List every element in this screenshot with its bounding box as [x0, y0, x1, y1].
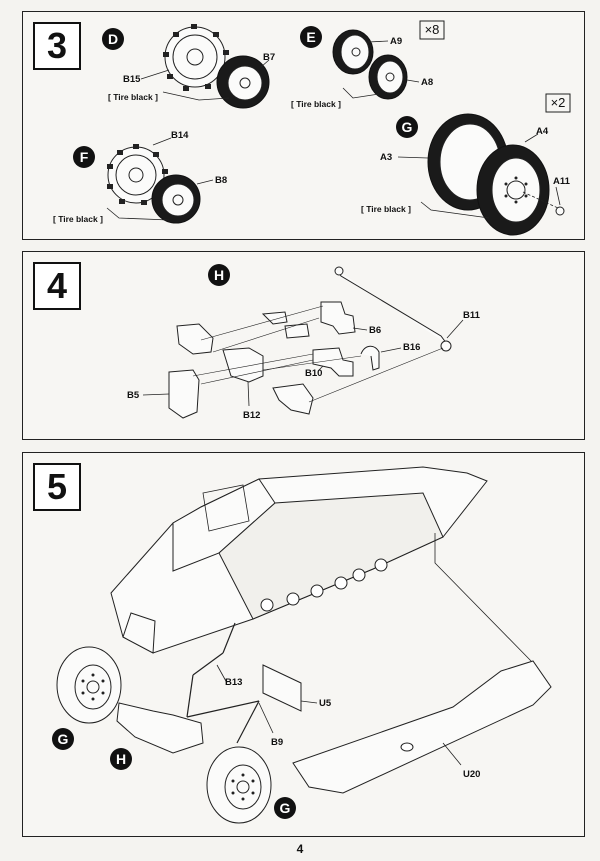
bracket-b6 [320, 301, 356, 335]
label-b12: B12 [243, 410, 260, 421]
note-tire-black-e: [ Tire black ] [291, 99, 341, 109]
step-3-panel: 3 D B7 B15 [ Tire black ] [22, 11, 585, 240]
front-axle-assembly [116, 702, 204, 754]
front-wheel-g [427, 113, 565, 236]
callout-d: D [102, 28, 124, 50]
step-number: 5 [33, 463, 81, 511]
callout-h-label: H [214, 267, 224, 283]
label-b16: B16 [403, 342, 420, 353]
note-tire-black-g: [ Tire black ] [361, 204, 411, 214]
label-b15: B15 [123, 74, 141, 85]
step-number: 4 [33, 262, 81, 310]
front-wheel-right [206, 746, 272, 824]
note-tire-black-d: [ Tire black ] [108, 92, 158, 102]
floor-plate-u20 [292, 660, 552, 794]
step-4-panel: 4 H B11 B16 B6 B10 B12 [22, 251, 585, 440]
callout-g-right: G [274, 797, 296, 819]
label-a8: A8 [421, 77, 433, 88]
label-u5: U5 [319, 698, 332, 709]
callout-f: F [73, 146, 95, 168]
front-wheel-left [56, 646, 122, 724]
bracket-b10 [312, 347, 354, 377]
label-b5: B5 [127, 390, 140, 401]
hull-assembly [110, 466, 488, 654]
label-b11: B11 [463, 310, 481, 321]
label-b6: B6 [369, 325, 381, 336]
label-a3: A3 [380, 152, 392, 163]
note-tire-black-f: [ Tire black ] [53, 214, 103, 224]
label-a4: A4 [536, 126, 549, 137]
step-4-diagram: H B11 B16 B6 B10 B12 B5 [127, 264, 481, 421]
callout-g-left-label: G [58, 731, 69, 747]
label-b10: B10 [305, 368, 322, 379]
step-3-diagram: D B7 B15 [ Tire black ] E [53, 20, 571, 236]
label-b9: B9 [271, 737, 283, 748]
callout-g-right-label: G [280, 800, 291, 816]
callout-g: G [396, 116, 418, 138]
multiplier-g: ×2 [551, 95, 566, 110]
callout-f-label: F [80, 149, 89, 165]
label-u20: U20 [463, 769, 480, 780]
callout-g-label: G [402, 119, 413, 135]
label-a9: A9 [390, 36, 402, 47]
callout-e: E [300, 26, 322, 48]
step-number: 3 [33, 22, 81, 70]
multiplier-box-g [545, 93, 571, 113]
road-wheel-e [332, 29, 408, 100]
multiplier-box-e [419, 20, 445, 40]
callout-e-label: E [306, 29, 315, 45]
label-b14: B14 [171, 130, 189, 141]
rod-b11 [334, 266, 452, 352]
step-5-diagram: U20 U5 B13 B9 [52, 466, 552, 824]
label-b8: B8 [215, 175, 227, 186]
step-5-panel: 5 U20 U5 [22, 452, 585, 837]
label-a11: A11 [553, 176, 571, 187]
page-number: 4 [296, 842, 304, 856]
bracket-b16 [360, 345, 380, 371]
label-b13: B13 [225, 677, 242, 688]
callout-h: H [208, 264, 230, 286]
plate-u5 [262, 664, 302, 712]
multiplier-e: ×8 [425, 22, 440, 37]
callout-h: H [110, 748, 132, 770]
callout-g-left: G [52, 728, 74, 750]
callout-h-label: H [116, 751, 126, 767]
callout-d-label: D [108, 31, 118, 47]
label-b7: B7 [263, 52, 275, 63]
sprocket-wheel-d [163, 24, 270, 109]
sprocket-wheel-f [107, 144, 201, 224]
bracket-b12 [222, 347, 264, 383]
bracket-b5 [168, 369, 200, 419]
